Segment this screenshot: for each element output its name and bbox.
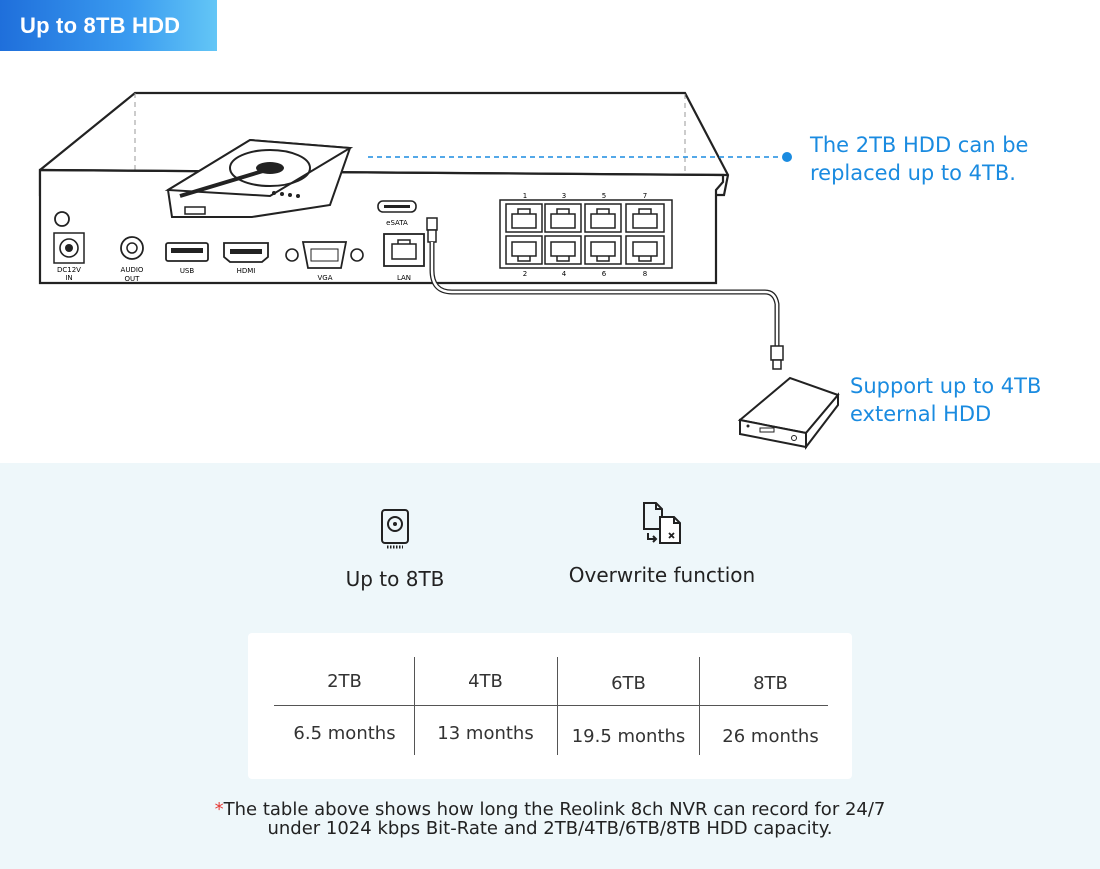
callout-line: The 2TB HDD can be — [810, 133, 1029, 157]
hdmi-port: HDMI — [223, 242, 269, 275]
table-header: 4TB — [468, 671, 503, 692]
table-cell: 19.5 months — [571, 726, 686, 747]
table-divider — [699, 657, 700, 755]
esata-label: eSATA — [386, 219, 408, 227]
footnote-line: The table above shows how long the Reoli… — [223, 799, 886, 820]
table-cell: 6.5 months — [293, 723, 396, 744]
nvr-diagram: DC12V IN AUDIO OUT USB HDMI VGA — [38, 91, 840, 450]
table-header: 6TB — [611, 673, 646, 694]
table-cell: 13 months — [437, 723, 534, 744]
storage-info-section: Up to 8TB Overwrite function 2TB 4TB 6TB… — [0, 463, 1100, 869]
vga-port: VGA — [285, 241, 364, 282]
usb-port: USB — [165, 242, 209, 275]
poe-num: 6 — [602, 270, 607, 278]
vga-label: VGA — [317, 274, 332, 282]
overwrite-icon — [643, 502, 681, 544]
footnote-star: * — [214, 799, 224, 820]
feature-label: Overwrite function — [568, 563, 756, 587]
table-cell: 26 months — [722, 726, 819, 747]
poe-num: 5 — [602, 192, 606, 200]
external-hdd — [737, 376, 840, 450]
dc-label: DC12V — [57, 266, 81, 274]
audio-out-label: OUT — [125, 275, 141, 283]
external-hdd-callout: Support up to 4TB external HDD — [850, 372, 1041, 428]
banner-title: Up to 8TB HDD — [0, 0, 217, 51]
esata-port: eSATA — [377, 200, 417, 227]
feature-capacity: Up to 8TB — [325, 507, 465, 591]
callout-line: Support up to 4TB — [850, 374, 1042, 398]
table-divider — [274, 705, 828, 706]
callout-line: external HDD — [850, 402, 992, 426]
table-divider — [414, 657, 415, 755]
dc-in-label: IN — [65, 274, 72, 282]
internal-hdd — [164, 138, 354, 218]
dc-port: DC12V IN — [53, 232, 85, 282]
poe-num: 4 — [562, 270, 567, 278]
usb-label: USB — [180, 267, 195, 275]
footnote-line: under 1024 kbps Bit-Rate and 2TB/4TB/6TB… — [267, 818, 833, 839]
feature-overwrite: Overwrite function — [552, 499, 772, 587]
hdd-icon — [381, 509, 409, 549]
footnote: *The table above shows how long the Reol… — [0, 800, 1100, 838]
callout-line: replaced up to 4TB. — [810, 161, 1016, 185]
lan-label: LAN — [397, 274, 411, 282]
poe-num: 8 — [643, 270, 647, 278]
feature-label: Up to 8TB — [345, 567, 445, 591]
table-header: 8TB — [753, 673, 788, 694]
table-header: 2TB — [327, 671, 362, 692]
poe-num: 3 — [562, 192, 566, 200]
poe-num: 1 — [523, 192, 527, 200]
recording-table: 2TB 4TB 6TB 8TB 6.5 months 13 months 19.… — [248, 633, 852, 779]
poe-num: 2 — [523, 270, 527, 278]
product-diagram-section: DC12V IN AUDIO OUT USB HDMI VGA — [0, 0, 1042, 450]
hdmi-label: HDMI — [237, 267, 256, 275]
poe-num: 7 — [643, 192, 647, 200]
lan-port: LAN — [383, 233, 425, 282]
audio-label: AUDIO — [121, 266, 144, 274]
poe-ports: 1 3 5 7 2 4 6 8 — [499, 192, 673, 278]
table-grid: 2TB 4TB 6TB 8TB 6.5 months 13 months 19.… — [274, 657, 828, 755]
table-divider — [557, 657, 558, 755]
audio-port: AUDIO OUT — [120, 236, 144, 283]
internal-hdd-callout: The 2TB HDD can be replaced up to 4TB. — [810, 131, 1028, 187]
usb-cable — [426, 217, 784, 370]
